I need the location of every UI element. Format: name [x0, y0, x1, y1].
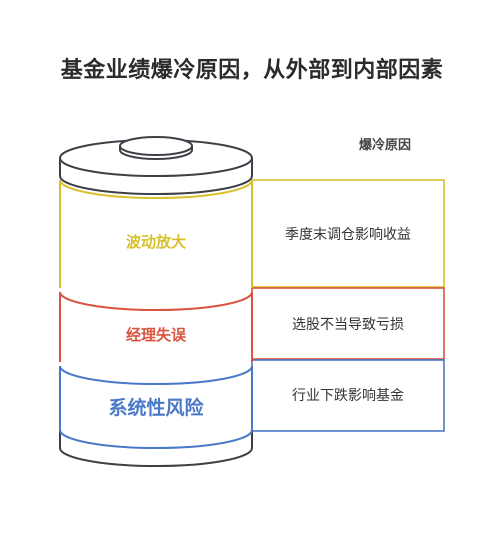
page-title: 基金业绩爆冷原因，从外部到内部因素: [60, 58, 444, 83]
layer-label-manager: 经理失误: [126, 326, 187, 344]
legend-title: 爆冷原因: [358, 138, 411, 153]
cylinder-top-side: [59, 158, 253, 176]
box-systemic: [251, 359, 445, 432]
layer-volatility-top-curve: [59, 179, 253, 199]
layer-manager-top-curve: [59, 291, 253, 311]
layer-systemic-band: [60, 371, 252, 448]
description-systemic: 行业下跌影响基金: [292, 387, 404, 404]
layer-label-systemic: 系统性风险: [108, 396, 204, 419]
cylinder-cap-top: [119, 136, 193, 156]
cylinder-top-lower-curve: [59, 175, 253, 195]
box-volatility: [251, 179, 445, 288]
layer-systemic-top-curve: [59, 365, 253, 385]
layer-label-volatility: 波动放大: [126, 233, 186, 251]
description-manager: 选股不当导致亏损: [292, 317, 404, 333]
description-volatility: 季度末调仓影响收益: [285, 227, 411, 243]
layer-systemic-bottom-curve: [59, 429, 253, 449]
box-manager: [251, 287, 445, 360]
